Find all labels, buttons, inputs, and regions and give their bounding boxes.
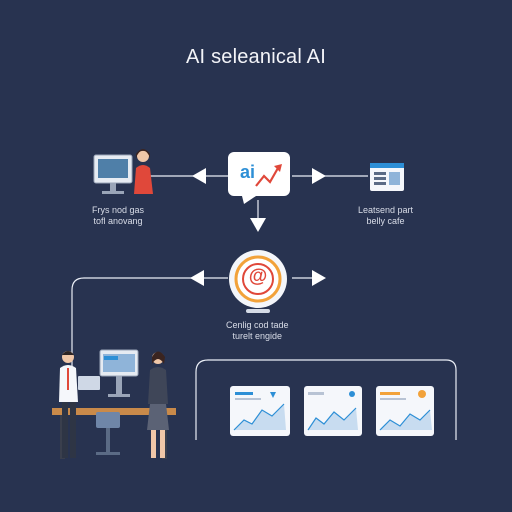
team-meeting-illustration xyxy=(52,349,176,459)
arrowheads xyxy=(190,168,326,286)
arrow-right-mid xyxy=(312,270,326,286)
center-node-label: Cenlig cod tade turelt engide xyxy=(226,320,289,342)
report-window-illustration xyxy=(370,163,404,191)
arrow-right-top xyxy=(312,168,326,184)
chart-card-3 xyxy=(376,386,434,436)
at-sign-icon: @ xyxy=(248,266,268,287)
ai-chat-bubble xyxy=(228,152,290,204)
edge-team-to-hub xyxy=(71,277,228,440)
diagram-title: AI seleanical AI xyxy=(186,46,326,68)
user-at-computer-illustration xyxy=(93,149,153,194)
chart-card-1 xyxy=(230,386,290,436)
left-node-label-line2: tofl anovang xyxy=(93,216,143,226)
arrow-down xyxy=(250,218,266,232)
center-node-label-line1: Cenlig cod tade xyxy=(226,320,289,330)
left-node-label: Frys nod gas tofl anovang xyxy=(92,205,144,227)
right-node-label-line1: Leatsend part xyxy=(358,205,414,215)
ai-hub-node xyxy=(229,250,287,313)
ai-bubble-text: ai xyxy=(240,162,256,182)
center-node-label-line2: turelt engide xyxy=(232,331,283,341)
chart-card-2 xyxy=(304,386,362,436)
right-node-label: Leatsend part belly cafe xyxy=(358,205,413,227)
left-node-label-line1: Frys nod gas xyxy=(92,205,145,215)
arrow-left-mid xyxy=(190,270,204,286)
arrow-left-top xyxy=(192,168,206,184)
right-node-label-line2: belly cafe xyxy=(366,216,405,226)
edge-hub-to-charts xyxy=(195,359,457,440)
